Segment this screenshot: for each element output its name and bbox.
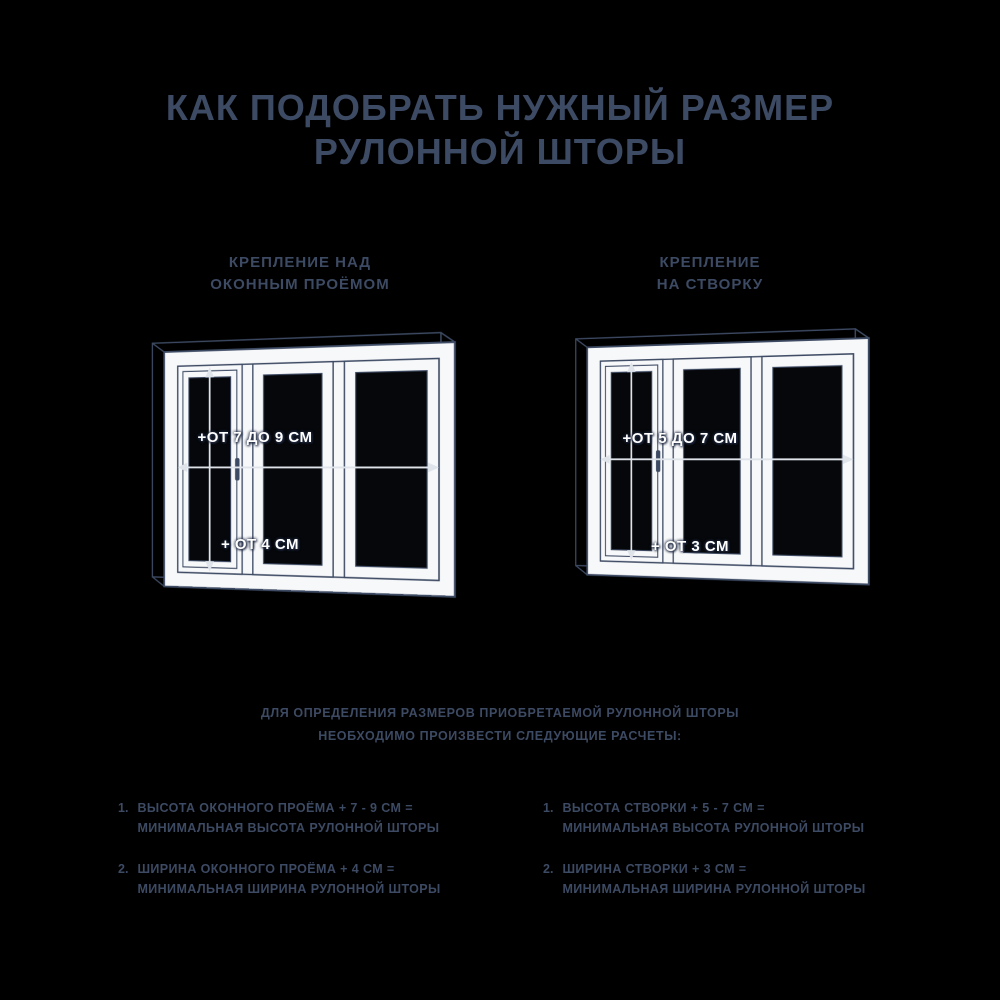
left-column-header: КРЕПЛЕНИЕ НАД ОКОННЫМ ПРОЁМОМ (120, 252, 480, 296)
window-diagram-right (562, 332, 872, 585)
item-text: ВЫСОТА ОКОННОГО ПРОЁМА + 7 - 9 СМ = МИНИ… (137, 801, 440, 835)
left-header-line1: КРЕПЛЕНИЕ НАД (228, 254, 372, 271)
right-header-line2: НА СТВОРКУ (656, 275, 764, 293)
list-item: 2. ШИРИНА СТВОРКИ + 3 СМ = МИНИМАЛЬНАЯ Ш… (543, 859, 915, 899)
note-line2: НЕОБХОДИМО ПРОИЗВЕСТИ СЛЕДУЮЩИЕ РАСЧЕТЫ: (318, 728, 682, 743)
window-diagram-left (138, 336, 458, 597)
list-item: 1. ВЫСОТА ОКОННОГО ПРОЁМА + 7 - 9 СМ = М… (118, 798, 490, 838)
item-text: ВЫСОТА СТВОРКИ + 5 - 7 СМ = МИНИМАЛЬНАЯ … (562, 801, 865, 835)
left-header-line2: ОКОННЫМ ПРОЁМОМ (210, 275, 390, 293)
item-text: ШИРИНА ОКОННОГО ПРОЁМА + 4 СМ = МИНИМАЛЬ… (137, 862, 441, 896)
page-title: КАК ПОДОБРАТЬ НУЖНЫЙ РАЗМЕР РУЛОННОЙ ШТО… (0, 86, 1000, 174)
item-number: 2. (543, 862, 554, 876)
item-text: ШИРИНА СТВОРКИ + 3 СМ = МИНИМАЛЬНАЯ ШИРИ… (562, 862, 866, 896)
left-width-measure-label: + ОТ 4 СМ (220, 536, 300, 553)
glass-1 (611, 371, 652, 550)
window-drawing-icon (574, 326, 873, 590)
list-item: 2. ШИРИНА ОКОННОГО ПРОЁМА + 4 СМ = МИНИМ… (118, 859, 490, 899)
right-height-measure-label: +ОТ 5 ДО 7 СМ (622, 430, 738, 447)
right-calc-list: 1. ВЫСОТА СТВОРКИ + 5 - 7 СМ = МИНИМАЛЬН… (543, 798, 915, 920)
right-width-measure-label: + ОТ 3 СМ (650, 538, 730, 555)
calculation-note: ДЛЯ ОПРЕДЕЛЕНИЯ РАЗМЕРОВ ПРИОБРЕТАЕМОЙ Р… (0, 702, 1000, 747)
left-height-measure-label: +ОТ 7 ДО 9 СМ (197, 429, 313, 446)
right-header-line1: КРЕПЛЕНИЕ (659, 254, 761, 271)
right-column-header: КРЕПЛЕНИЕ НА СТВОРКУ (530, 252, 890, 296)
glass-3 (356, 371, 427, 569)
item-number: 1. (118, 801, 129, 815)
glass-3 (773, 366, 842, 557)
glass-2 (264, 373, 322, 565)
note-line1: ДЛЯ ОПРЕДЕЛЕНИЯ РАЗМЕРОВ ПРИОБРЕТАЕМОЙ Р… (260, 706, 740, 720)
item-number: 2. (118, 862, 129, 876)
list-item: 1. ВЫСОТА СТВОРКИ + 5 - 7 СМ = МИНИМАЛЬН… (543, 798, 915, 838)
left-calc-list: 1. ВЫСОТА ОКОННОГО ПРОЁМА + 7 - 9 СМ = М… (118, 798, 490, 920)
window-handle-icon (656, 450, 661, 473)
item-number: 1. (543, 801, 554, 815)
page-title-line2: РУЛОННОЙ ШТОРЫ (313, 130, 687, 172)
window-handle-icon (235, 458, 240, 481)
glass-2 (684, 368, 741, 554)
page-title-line1: КАК ПОДОБРАТЬ НУЖНЫЙ РАЗМЕР (165, 87, 835, 128)
glass-1 (189, 377, 231, 562)
window-drawing-icon (151, 330, 459, 603)
